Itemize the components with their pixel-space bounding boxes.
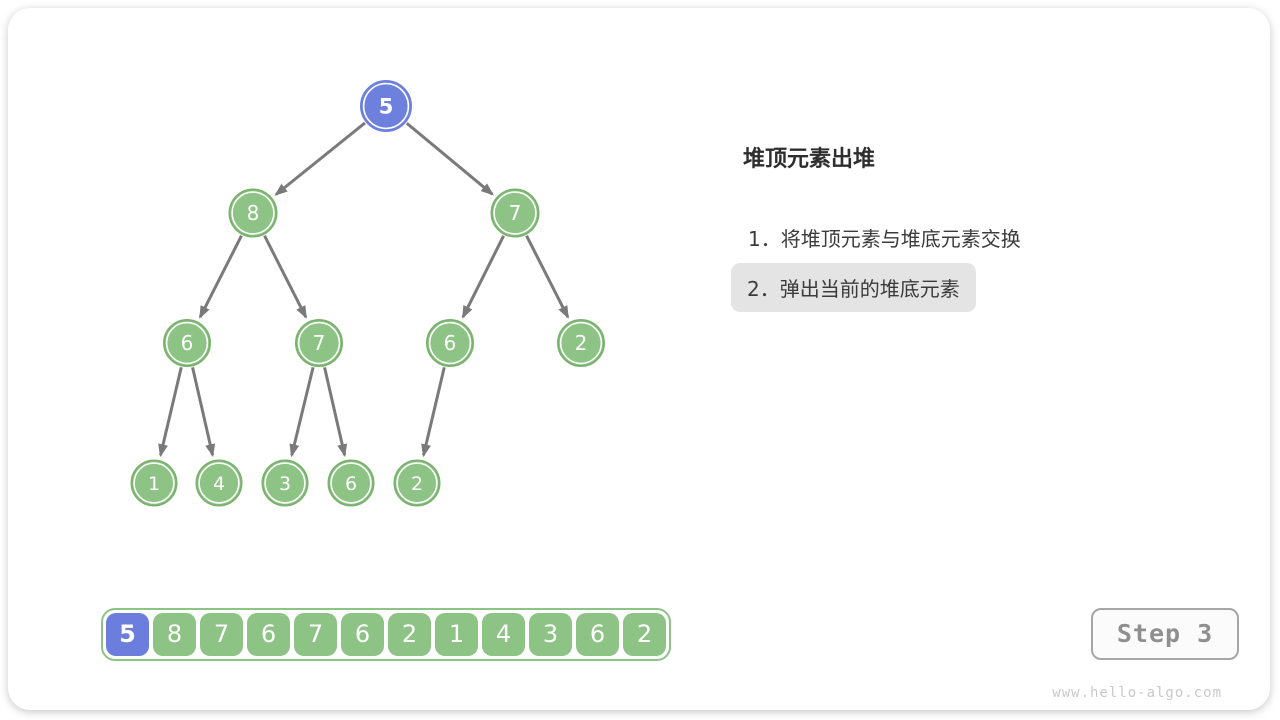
tree-node: 6 xyxy=(163,319,211,367)
tree-node-ring xyxy=(264,462,306,504)
tree-node-value: 3 xyxy=(279,473,291,495)
array-cell: 6 xyxy=(341,613,384,656)
tree-node: 6 xyxy=(327,459,375,507)
tree-node-circle xyxy=(360,80,412,132)
tree-node-circle xyxy=(130,459,178,507)
array-cell: 3 xyxy=(529,613,572,656)
tree-node: 2 xyxy=(557,319,605,367)
tree-node-ring xyxy=(133,462,175,504)
array-cell: 1 xyxy=(435,613,478,656)
tree-node-highlighted: 5 xyxy=(360,80,412,132)
tree-node-ring xyxy=(231,191,275,235)
tree-edge-arrow xyxy=(421,366,446,458)
tree-edge-arrow xyxy=(158,366,183,458)
tree-edge-arrow xyxy=(274,121,366,196)
array-cell: 2 xyxy=(623,613,666,656)
tree-node: 2 xyxy=(393,459,441,507)
tree-node-ring xyxy=(362,82,410,130)
tree-node-circle xyxy=(228,188,278,238)
tree-node-ring xyxy=(428,321,472,365)
tree-node-value: 7 xyxy=(313,331,326,355)
tree-node-ring xyxy=(330,462,372,504)
tree-node-ring xyxy=(396,462,438,504)
tree-node-value: 4 xyxy=(213,473,225,495)
tree-node-circle xyxy=(261,459,309,507)
tree-node: 7 xyxy=(295,319,343,367)
tree-node-value: 5 xyxy=(379,95,394,119)
tree-node-ring xyxy=(493,191,537,235)
tree-node-value: 7 xyxy=(509,201,522,225)
tree-node-ring xyxy=(198,462,240,504)
tree-node-ring xyxy=(559,321,603,365)
tree-node-value: 6 xyxy=(181,331,194,355)
tree-edge-arrow xyxy=(461,235,505,319)
tree-node-circle xyxy=(163,319,211,367)
tree-node: 3 xyxy=(261,459,309,507)
tree-edge-arrow xyxy=(198,235,243,319)
tree-node-circle xyxy=(295,319,343,367)
watermark: www.hello-algo.com xyxy=(1052,685,1222,701)
tree-node-ring xyxy=(165,321,209,365)
tree-node-circle xyxy=(195,459,243,507)
array-cell: 7 xyxy=(200,613,243,656)
tree-node: 6 xyxy=(426,319,474,367)
tree-edge-arrow xyxy=(191,367,216,458)
array-cell: 2 xyxy=(388,613,431,656)
heap-tree-diagram: 5 8 7 6 7 6 2 1 4 3 6 2 xyxy=(130,80,605,507)
tree-node-value: 1 xyxy=(148,473,160,495)
panel-title: 堆顶元素出堆 xyxy=(743,147,876,172)
tree-edge-arrow xyxy=(263,235,308,319)
tree-edge-arrow xyxy=(525,235,570,319)
array-cell: 6 xyxy=(576,613,619,656)
tree-node-circle xyxy=(557,319,605,367)
tree-node-value: 2 xyxy=(411,473,423,495)
tree-edge-arrow xyxy=(323,367,348,458)
array-cell: 8 xyxy=(153,613,196,656)
array-cell: 7 xyxy=(294,613,337,656)
tree-edge-arrow xyxy=(405,122,494,196)
tree-node-circle xyxy=(490,188,540,238)
tree-node: 7 xyxy=(490,188,540,238)
tree-edges xyxy=(158,121,570,458)
tree-node-value: 2 xyxy=(575,331,588,355)
tree-node-value: 8 xyxy=(247,201,260,225)
tree-node-ring xyxy=(297,321,341,365)
tree-node: 4 xyxy=(195,459,243,507)
tree-node: 8 xyxy=(228,188,278,238)
array-cell: 6 xyxy=(247,613,290,656)
array-cell-highlighted: 5 xyxy=(106,613,149,656)
tree-edge-arrow xyxy=(289,366,315,458)
tree-node: 1 xyxy=(130,459,178,507)
tree-node-value: 6 xyxy=(444,331,457,355)
instruction-step-2-highlighted: 2．弹出当前的堆底元素 xyxy=(731,263,976,312)
instruction-step-1: 1．将堆顶元素与堆底元素交换 xyxy=(748,227,1021,251)
tree-nodes: 5 8 7 6 7 6 2 1 4 3 6 2 xyxy=(130,80,605,507)
tree-node-circle xyxy=(426,319,474,367)
tree-node-circle xyxy=(327,459,375,507)
step-indicator-badge: Step 3 xyxy=(1091,608,1239,660)
tree-node-circle xyxy=(393,459,441,507)
tree-node-value: 6 xyxy=(345,473,357,495)
array-cell: 4 xyxy=(482,613,525,656)
